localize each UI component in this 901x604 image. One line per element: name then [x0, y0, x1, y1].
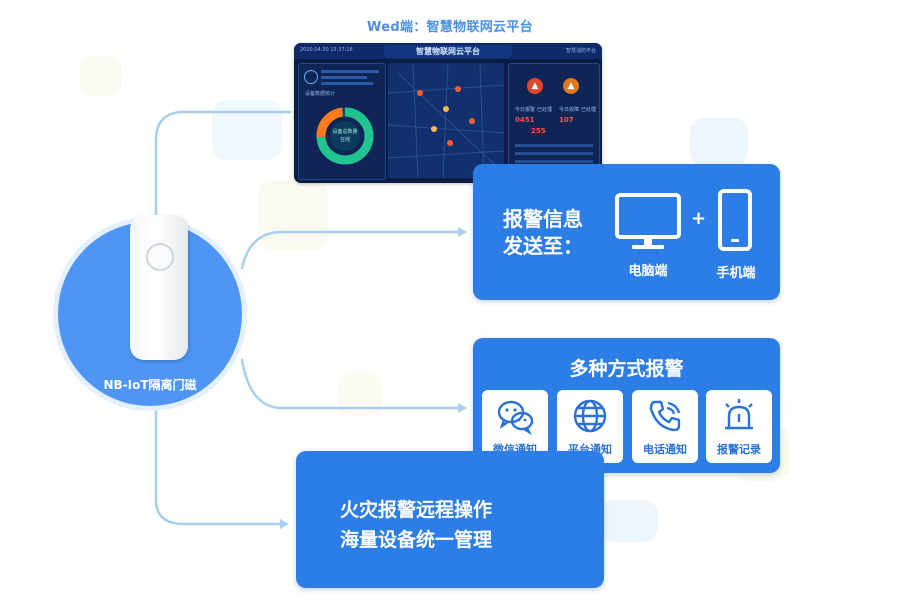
- computer-label: 电脑端: [628, 264, 668, 279]
- platform-title: Wed端：智慧物联网云平台: [367, 20, 533, 35]
- remote-management-card: 火灾报警远程操作 海量设备统一管理: [296, 451, 604, 588]
- computer-icon: [615, 193, 681, 249]
- device-button: [146, 243, 174, 271]
- connector-to-methods-card: [240, 358, 460, 410]
- connector-to-dashboard: [154, 110, 292, 217]
- alert-destination-card: 报警信息 发送至： 电脑端 + 手机端: [473, 164, 780, 300]
- dashboard-screenshot: 2020.04.30 15:37:16 智慧物联网云平台 智慧消防平台 设备数据…: [294, 43, 602, 183]
- device-label: NB-IoT隔离门磁: [103, 378, 197, 392]
- fire-icon: ▲: [527, 78, 543, 94]
- phone-icon: [649, 400, 681, 432]
- map-roads: [387, 62, 505, 179]
- plus-sign: +: [691, 208, 707, 229]
- dashboard-title: 智慧物联网云平台: [384, 45, 512, 58]
- alert-card-title: 报警信息 发送至：: [503, 206, 613, 260]
- data-bar: [321, 70, 379, 73]
- alert-title-line-1: 报警信息: [503, 207, 583, 231]
- dashboard-time: 2020.04.30 15:37:16: [300, 47, 353, 53]
- arrowhead: [458, 227, 467, 237]
- decor-square: [212, 100, 282, 160]
- alarm-icon: ▲: [563, 78, 579, 94]
- ring-label-1: 设备总数量: [332, 129, 358, 135]
- dashboard-left-panel: 设备数据统计 设备总数量 在线: [298, 63, 386, 180]
- decor-square: [600, 500, 658, 542]
- alarm-light-icon: [725, 399, 753, 430]
- stat-label-4: 已处理: [581, 107, 597, 113]
- connector-to-alert-card: [240, 230, 460, 270]
- stat-value-3: 107: [559, 116, 574, 124]
- alert-title-line-2: 发送至：: [503, 234, 583, 258]
- dashboard-right-panel: ▲ ▲ 今日报警 已处理 今日故障 已处理 0451 107 255: [508, 63, 600, 180]
- remote-line-1: 火灾报警远程操作: [340, 499, 493, 521]
- stat-label-2: 已处理: [537, 107, 553, 113]
- method-label-phone-call: 电话通知: [643, 443, 687, 456]
- alert-methods-card: 多种方式报警 微信通知 平台通知: [473, 338, 780, 473]
- door-sensor-device: [130, 215, 188, 360]
- stat-label-3: 今日故障: [559, 107, 580, 113]
- method-tile-platform: 平台通知: [557, 390, 623, 463]
- wechat-icon: [497, 400, 534, 435]
- data-bar: [321, 82, 373, 85]
- decor-square: [80, 55, 122, 97]
- dashboard-map: [387, 62, 505, 179]
- stat-value-2: 255: [531, 127, 546, 135]
- method-tile-records: 报警记录: [706, 390, 772, 463]
- phone-device-icon: [718, 189, 752, 251]
- left-panel-caption: 设备数据统计: [305, 91, 336, 97]
- arrowhead: [458, 403, 467, 413]
- method-tile-phone-call: 电话通知: [632, 390, 698, 463]
- dashboard-right-label: 智慧消防平台: [565, 48, 596, 54]
- arrowhead: [280, 519, 289, 529]
- decor-square: [690, 118, 748, 166]
- list-row: [515, 152, 593, 155]
- ring-label-2: 在线: [339, 137, 350, 143]
- phone-label: 手机端: [716, 266, 756, 281]
- data-bar: [321, 76, 367, 79]
- device-ring-chart: [316, 107, 374, 165]
- list-row: [515, 144, 593, 147]
- settings-ring-icon: [304, 70, 318, 84]
- stat-value-1: 0451: [515, 116, 535, 124]
- connector-to-remote-card: [154, 404, 282, 526]
- method-label-records: 报警记录: [717, 443, 761, 456]
- stat-label-1: 今日报警: [515, 107, 536, 113]
- methods-card-title: 多种方式报警: [569, 358, 684, 380]
- list-row: [515, 160, 593, 163]
- remote-line-2: 海量设备统一管理: [340, 529, 493, 551]
- decor-square: [258, 180, 328, 250]
- globe-icon: [573, 399, 607, 433]
